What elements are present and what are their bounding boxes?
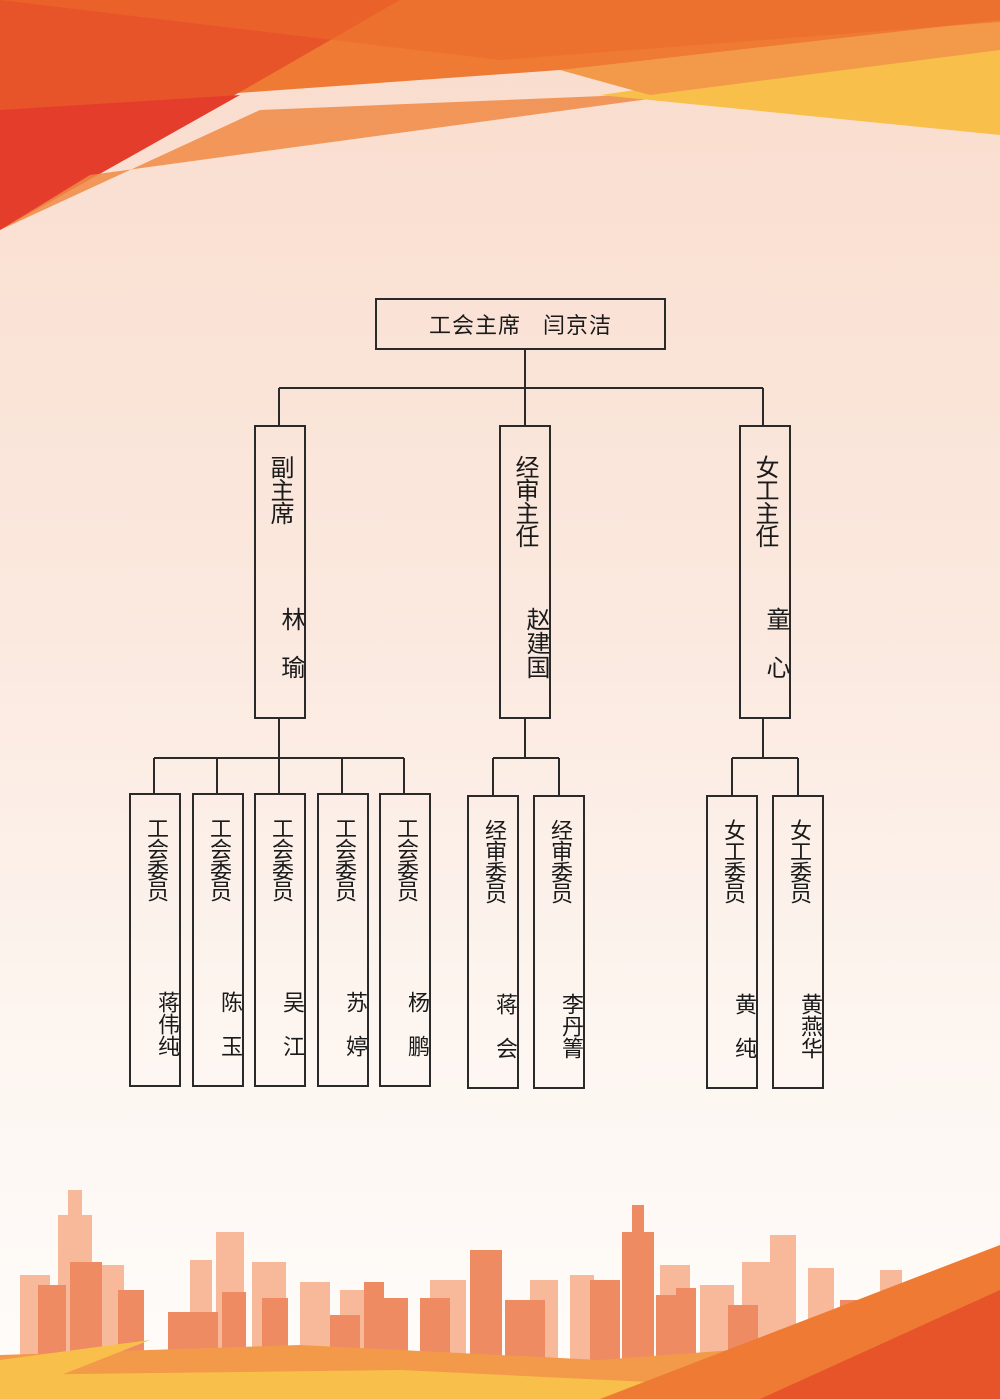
member-name: 陈玉 [217,991,242,1079]
member-name: 李丹箐 [558,993,583,1059]
branch-name: 童心 [762,607,790,703]
member-name: 黄燕华 [797,993,822,1059]
member-title: 工会委员 [268,817,293,901]
branch-node-women-director: 女工主任 童心 [739,425,791,719]
member-name: 黄纯 [731,993,756,1081]
member-node: 工会委员 苏婷 [317,793,369,1087]
member-name: 苏婷 [342,991,367,1079]
member-node: 工会委员 陈玉 [192,793,244,1087]
member-node: 经审委员 李丹箐 [533,795,585,1089]
member-title: 经审委员 [481,819,506,903]
member-title: 女工委员 [720,819,745,903]
member-title: 工会委员 [331,817,356,901]
branch-title: 经审主任 [511,455,539,547]
member-title: 工会委员 [206,817,231,901]
branch-node-vice-chair: 副主席 林瑜 [254,425,306,719]
member-title: 经审委员 [547,819,572,903]
branch-title: 女工主任 [751,455,779,547]
member-title: 工会委员 [393,817,418,901]
member-name: 吴江 [279,991,304,1079]
member-node: 工会委员 吴江 [254,793,306,1087]
member-node: 工会委员 蒋伟纯 [129,793,181,1087]
member-title: 女工委员 [786,819,811,903]
member-node: 工会委员 杨鹏 [379,793,431,1087]
branch-node-audit-director: 经审主任 赵建国 [499,425,551,719]
branch-name: 林瑜 [277,607,305,703]
root-name: 闫京洁 [543,314,613,339]
member-name: 杨鹏 [404,991,429,1079]
member-title: 工会委员 [143,817,168,901]
branch-title: 副主席 [266,455,294,524]
member-node: 经审委员 蒋会 [467,795,519,1089]
branch-name: 赵建国 [522,607,550,679]
member-name: 蒋伟纯 [154,991,179,1057]
root-title: 工会主席 [428,314,521,339]
root-node: 工会主席 闫京洁 [375,298,666,350]
member-node: 女工委员 黄纯 [706,795,758,1089]
member-node: 女工委员 黄燕华 [772,795,824,1089]
member-name: 蒋会 [492,993,517,1081]
